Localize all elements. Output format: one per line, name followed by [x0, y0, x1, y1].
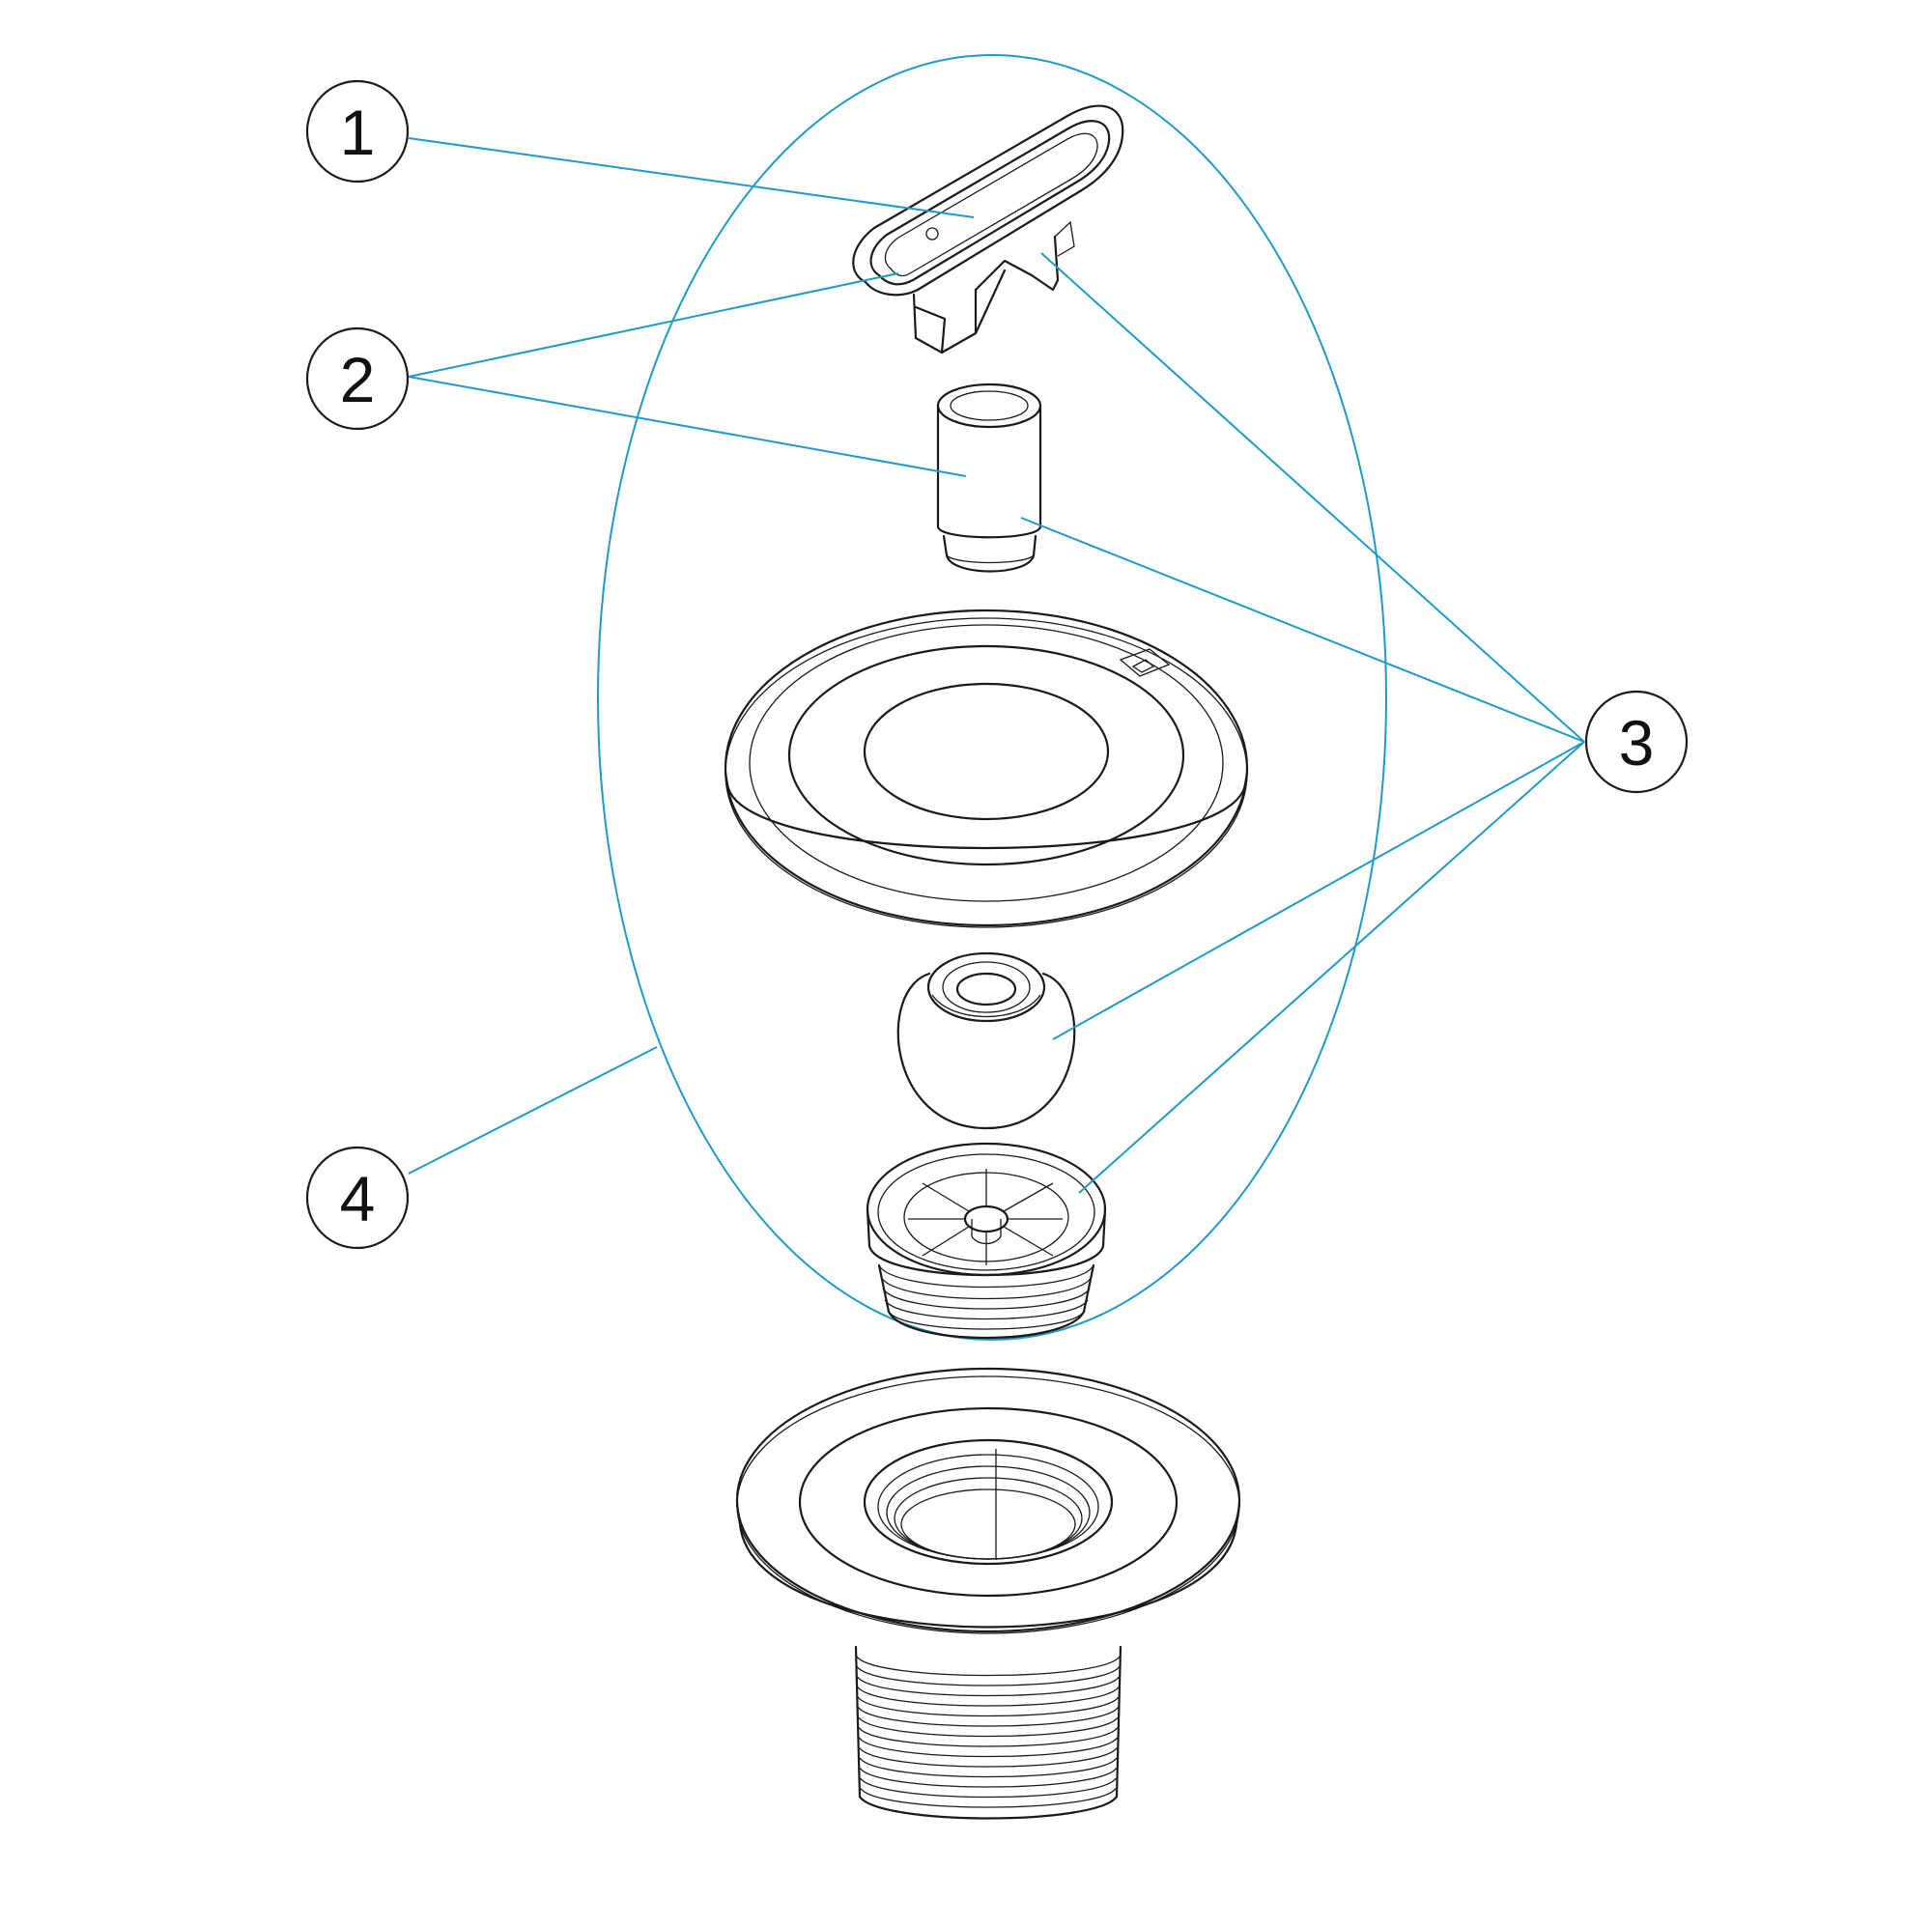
- wall-fitting-part: [735, 1367, 1241, 1820]
- internal-threads: [877, 1449, 1099, 1560]
- thread-line: [859, 1757, 1118, 1778]
- leader-lines: [408, 137, 1585, 1194]
- thread-line: [858, 1737, 1119, 1758]
- callout-3-label: 3: [1619, 707, 1655, 779]
- callout-1-label: 1: [340, 97, 376, 168]
- external-threads: [856, 1656, 1121, 1808]
- cover-plate-part: [724, 609, 1249, 928]
- thread-line: [857, 1696, 1120, 1717]
- thread-line: [860, 1788, 1117, 1808]
- thread-line: [858, 1716, 1119, 1738]
- callout-2-label: 2: [340, 344, 376, 415]
- thread-line: [856, 1666, 1121, 1686]
- retainer-ring-part: [866, 1142, 1107, 1340]
- callout-2: 2: [305, 326, 410, 431]
- stem-cylinder-part: [936, 383, 1042, 573]
- ring-threads: [877, 1263, 1095, 1340]
- thread-line: [857, 1707, 1120, 1727]
- thread-line: [857, 1676, 1120, 1697]
- key-handle-part: [852, 104, 1124, 354]
- thread-line: [859, 1768, 1118, 1788]
- thread-line: [856, 1656, 1121, 1677]
- thread-line: [857, 1686, 1120, 1707]
- callout-4: 4: [305, 1146, 410, 1250]
- kit-group-ellipse: [597, 54, 1387, 1341]
- thread-line: [860, 1777, 1117, 1799]
- callout-4-label: 4: [340, 1163, 376, 1234]
- callout-3: 3: [1584, 690, 1689, 794]
- callout-1: 1: [305, 79, 410, 184]
- logo-mark-icon: [1119, 648, 1171, 677]
- eyeball-sphere-part: [896, 951, 1076, 1130]
- thread-line: [859, 1747, 1118, 1768]
- thread-line: [858, 1727, 1119, 1747]
